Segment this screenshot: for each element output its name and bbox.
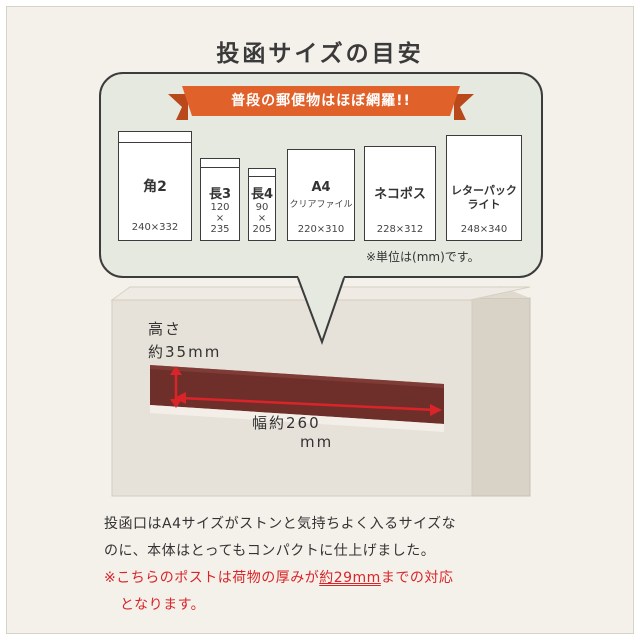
envelope-naga4: 長4 90 × 205 [248,168,276,241]
envelope-size: 220×310 [297,224,345,235]
envelope-name: 角2 [143,179,167,195]
description-line1: 投函口はA4サイズがストンと気持ちよく入るサイズな [104,516,457,532]
envelope-size: 228×312 [376,224,424,235]
envelope-size-1: 90 [255,202,269,213]
description-line3-post: までの対応 [380,570,454,586]
envelope-name: レターパック [451,184,517,197]
envelope-flap [249,176,275,177]
bubble-tail [297,276,345,345]
envelope-subtitle: クリアファイル [289,200,353,210]
description-line2: のに、本体はとってもコンパクトに仕上げました。 [104,543,436,559]
envelope-size-3: 205 [252,224,272,235]
description-line3: ※こちらのポストは荷物の厚みが約29mmまでの対応 [104,567,453,587]
unit-note: ※単位は(mm)です。 [366,250,480,264]
envelope-size: 248×340 [460,224,508,235]
thickness-highlight: 約29mm [319,570,381,586]
envelope-size-1: 120 [210,202,230,213]
envelope-size-2: × [257,213,267,224]
envelope-name: ネコポス [374,187,426,202]
envelope-flap [201,167,239,168]
description-line3-pre: ※こちらのポストは荷物の厚みが [104,570,320,586]
height-label-line1: 高さ [148,320,183,338]
envelope-name: A4 [311,180,331,195]
height-label-line2: 約35mm [148,343,222,361]
page-title: 投函サイズの目安 [216,41,424,67]
envelope-name: 長4 [250,187,274,202]
envelope-a4-clearfile: A4 クリアファイル 220×310 [287,149,355,241]
envelope-flap [119,142,191,143]
envelope-subtitle: ライト [467,198,501,211]
envelope-kaku2: 角2 240×332 [118,131,192,241]
envelope-name: 長3 [208,187,232,202]
envelope-size-2: × [215,213,225,224]
width-label-line2: mm [300,433,334,451]
envelope-letterpack-light: レターパック ライト 248×340 [446,135,522,241]
envelope-size: 240×332 [131,222,179,233]
width-label-line1: 幅約260 [252,414,321,432]
envelope-naga3: 長3 120 × 235 [200,158,240,241]
envelope-size-3: 235 [210,224,230,235]
description-line4: となります。 [120,597,206,613]
ribbon-text: 普段の郵便物はほぼ網羅!! [231,93,411,109]
envelope-nekopos: ネコポス 228×312 [364,146,436,241]
ribbon-banner [168,86,474,120]
